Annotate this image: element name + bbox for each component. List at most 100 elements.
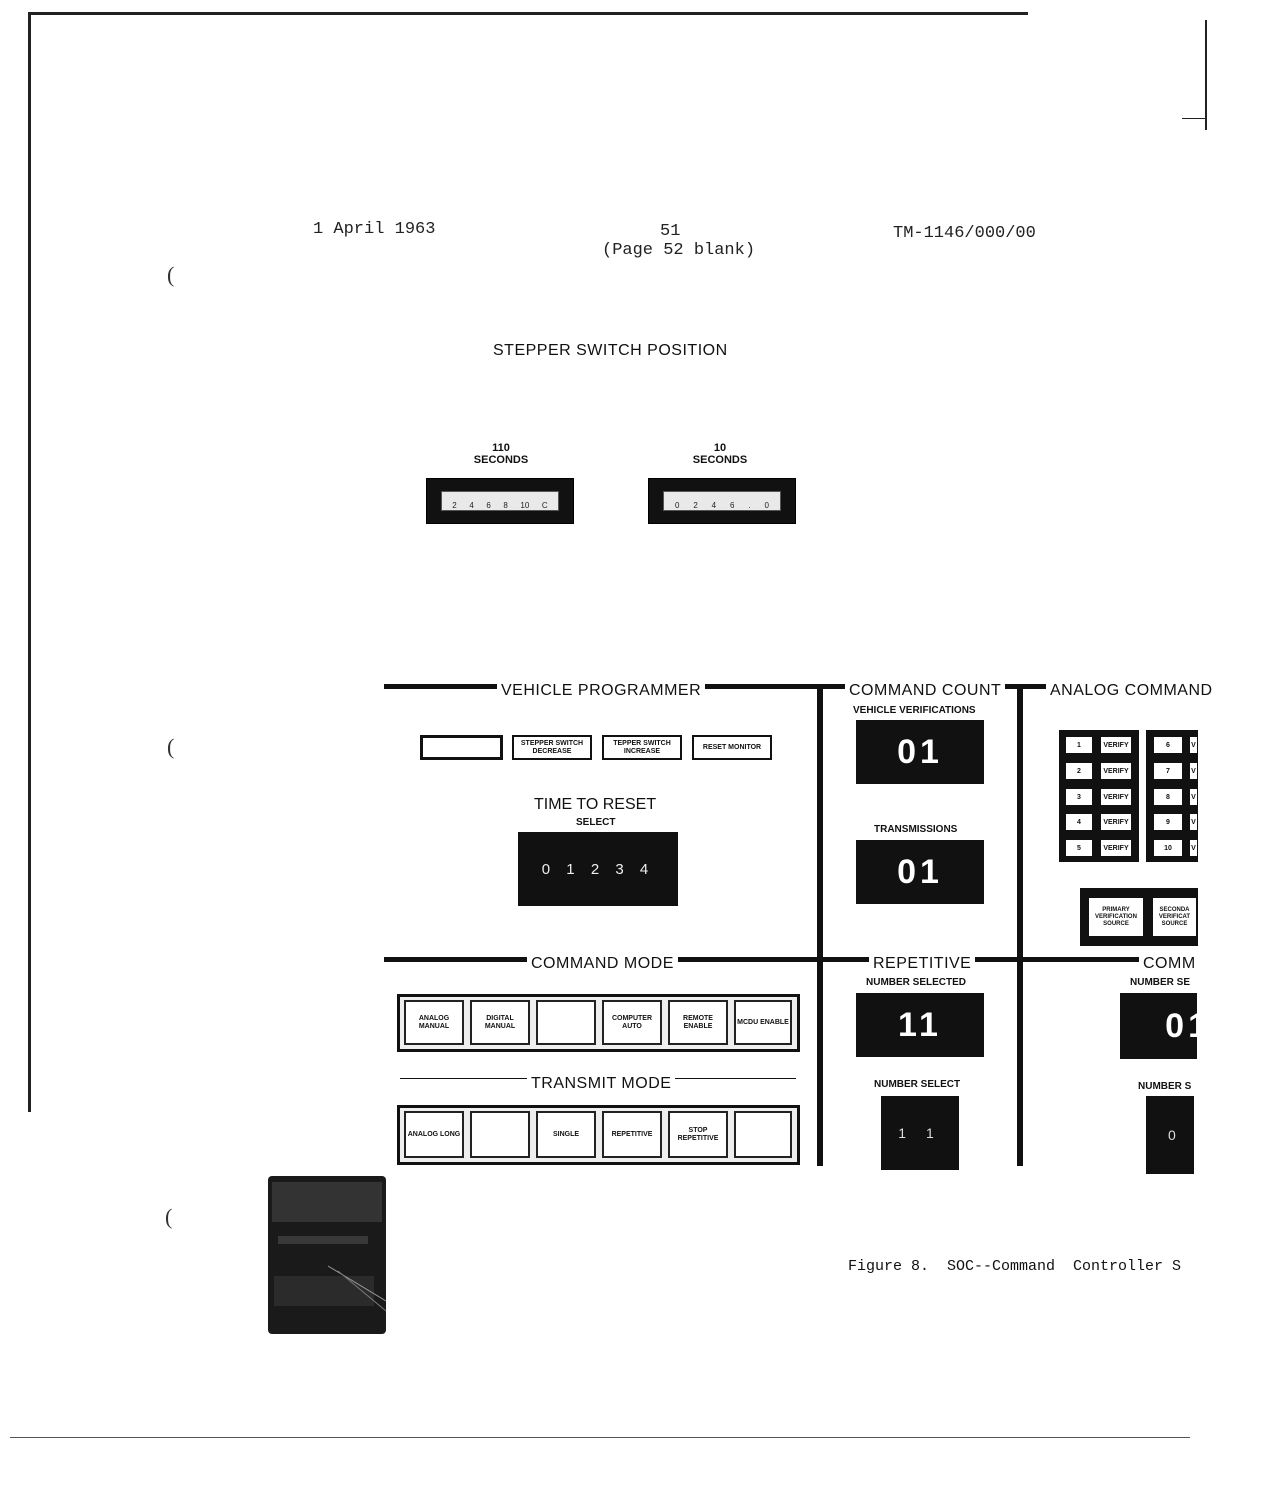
command-right-number-select-value: 0 bbox=[1168, 1127, 1176, 1143]
dial-right-tick: 6 bbox=[730, 501, 735, 510]
mcdu-enable-button[interactable]: MCDU ENABLE bbox=[734, 1000, 792, 1045]
dial-right-label-bottom: SECONDS bbox=[692, 454, 748, 466]
repetitive-button[interactable]: REPETITIVE bbox=[602, 1111, 662, 1158]
time-to-reset-selector[interactable]: 0 1 2 3 4 bbox=[518, 832, 678, 906]
analog-verify-6[interactable]: V bbox=[1189, 736, 1198, 754]
bottom-rule bbox=[10, 1437, 1190, 1438]
dial-left-tick: 6 bbox=[486, 501, 491, 510]
repetitive-number-select-label: NUMBER SELECT bbox=[874, 1079, 961, 1090]
dial-left-label-top: 110 bbox=[492, 442, 510, 454]
margin-mark-1: ( bbox=[167, 262, 175, 287]
analog-verify-2[interactable]: VERIFY bbox=[1100, 762, 1132, 780]
transmissions-label: TRANSMISSIONS bbox=[874, 824, 958, 835]
analog-num-6[interactable]: 6 bbox=[1153, 736, 1183, 754]
top-border bbox=[28, 12, 1028, 15]
transmit-mode-title: TRANSMIT MODE bbox=[527, 1075, 676, 1093]
dial-right-tick: 4 bbox=[711, 501, 717, 510]
dial-right-tick: . bbox=[748, 501, 751, 510]
command-right-number-select-thumbwheel[interactable]: 0 bbox=[1146, 1096, 1194, 1174]
time-to-reset-label: TIME TO RESET bbox=[534, 796, 657, 813]
analog-num-4[interactable]: 4 bbox=[1065, 813, 1093, 831]
margin-mark-3: ( bbox=[165, 1204, 173, 1229]
analog-num-7[interactable]: 7 bbox=[1153, 762, 1183, 780]
stepper-title: STEPPER SWITCH POSITION bbox=[493, 342, 728, 359]
analog-verify-4[interactable]: VERIFY bbox=[1100, 813, 1132, 831]
analog-num-10[interactable]: 10 bbox=[1153, 839, 1183, 857]
time-to-reset-digits: 0 1 2 3 4 bbox=[541, 860, 655, 878]
computer-auto-button[interactable]: COMPUTER AUTO bbox=[602, 1000, 662, 1045]
command-mode-row bbox=[397, 994, 800, 1052]
dial-right-scale: 0 2 4 6 . 0 bbox=[663, 491, 781, 511]
analog-manual-button[interactable]: ANALOG MANUAL bbox=[404, 1000, 464, 1045]
dial-left-label-bottom: SECONDS bbox=[473, 454, 529, 466]
dial-right-tick: 0 bbox=[764, 501, 769, 510]
command-right-number-selected-label: NUMBER SE bbox=[1130, 977, 1191, 988]
analog-verify-5[interactable]: VERIFY bbox=[1100, 839, 1132, 857]
time-to-reset-select-label: SELECT bbox=[576, 817, 616, 828]
dial-left: 2 4 6 8 10 C bbox=[426, 478, 574, 524]
repetitive-number-selected-display: 11 bbox=[856, 993, 984, 1057]
dial-left-label: 110 SECONDS bbox=[466, 442, 536, 466]
analog-verify-10[interactable]: V bbox=[1189, 839, 1198, 857]
analog-verify-8[interactable]: V bbox=[1189, 788, 1198, 806]
analog-verify-9[interactable]: V bbox=[1189, 813, 1198, 831]
transmit-blank-button-1[interactable] bbox=[470, 1111, 530, 1158]
reset-monitor-button[interactable]: RESET MONITOR bbox=[692, 735, 772, 760]
analog-num-8[interactable]: 8 bbox=[1153, 788, 1183, 806]
dark-photo-fragment bbox=[268, 1176, 387, 1334]
command-mode-title: COMMAND MODE bbox=[527, 955, 678, 973]
dial-left-tick: 2 bbox=[452, 501, 457, 510]
analog-num-1[interactable]: 1 bbox=[1065, 736, 1093, 754]
vp-blank-button[interactable] bbox=[420, 735, 503, 760]
stepper-increase-button[interactable]: TEPPER SWITCH INCREASE bbox=[602, 735, 682, 760]
analog-verify-7[interactable]: V bbox=[1189, 762, 1198, 780]
command-right-number-selected-value: 01 bbox=[1165, 1006, 1211, 1045]
vehicle-verifications-label: VEHICLE VERIFICATIONS bbox=[853, 705, 976, 716]
digital-manual-button[interactable]: DIGITAL MANUAL bbox=[470, 1000, 530, 1045]
right-tick bbox=[1182, 118, 1206, 119]
repetitive-number-selected-label: NUMBER SELECTED bbox=[866, 977, 967, 988]
dial-left-tick: 8 bbox=[503, 501, 508, 510]
analog-verify-3[interactable]: VERIFY bbox=[1100, 788, 1132, 806]
dial-right-tick: 0 bbox=[674, 501, 680, 510]
command-right-number-select-label: NUMBER S bbox=[1138, 1081, 1192, 1092]
analog-command-title: ANALOG COMMAND bbox=[1046, 682, 1212, 700]
analog-verify-1[interactable]: VERIFY bbox=[1100, 736, 1132, 754]
header-page-note: (Page 52 blank) bbox=[602, 241, 756, 260]
figure-caption: Figure 8. SOC--Command Controller S bbox=[848, 1258, 1182, 1275]
analog-num-5[interactable]: 5 bbox=[1065, 839, 1093, 857]
command-count-title: COMMAND COUNT bbox=[845, 682, 1006, 700]
primary-verification-source-button[interactable]: PRIMARY VERIFICATION SOURCE bbox=[1087, 896, 1145, 938]
analog-num-9[interactable]: 9 bbox=[1153, 813, 1183, 831]
repetitive-title: REPETITIVE bbox=[869, 955, 976, 973]
transmit-blank-button-2[interactable] bbox=[734, 1111, 792, 1158]
analog-num-3[interactable]: 3 bbox=[1065, 788, 1093, 806]
header-date: 1 April 1963 bbox=[313, 220, 436, 239]
repetitive-number-select-thumbwheel[interactable]: 1 1 bbox=[881, 1096, 959, 1170]
dial-right-tick: 2 bbox=[693, 501, 698, 510]
secondary-verification-source-button[interactable]: SECONDA VERIFICAT SOURCE bbox=[1151, 896, 1198, 938]
analog-num-2[interactable]: 2 bbox=[1065, 762, 1093, 780]
dial-left-tick: 4 bbox=[469, 501, 474, 510]
dial-left-tick: 10 bbox=[520, 501, 530, 510]
header-page-number: 51 bbox=[660, 222, 681, 241]
dial-right: 0 2 4 6 . 0 bbox=[648, 478, 796, 524]
dial-right-label-top: 10 bbox=[713, 442, 727, 454]
transmit-mode-row bbox=[397, 1105, 800, 1165]
analog-long-button[interactable]: ANALOG LONG bbox=[404, 1111, 464, 1158]
vehicle-verifications-display: 01 bbox=[856, 720, 984, 784]
margin-mark-2: ( bbox=[167, 734, 175, 759]
repetitive-number-select-value: 1 1 bbox=[898, 1125, 942, 1141]
panel-divider-1 bbox=[817, 684, 823, 1166]
dial-left-tick: C bbox=[541, 501, 548, 510]
vehicle-programmer-title: VEHICLE PROGRAMMER bbox=[497, 682, 706, 700]
command-mode-blank-button[interactable] bbox=[536, 1000, 596, 1045]
command-right-title: COMM bbox=[1139, 955, 1204, 973]
dial-right-label: 10 SECONDS bbox=[685, 442, 755, 466]
single-button[interactable]: SINGLE bbox=[536, 1111, 596, 1158]
dial-left-scale: 2 4 6 8 10 C bbox=[441, 491, 559, 511]
remote-enable-button[interactable]: REMOTE ENABLE bbox=[668, 1000, 728, 1045]
stepper-decrease-button[interactable]: STEPPER SWITCH DECREASE bbox=[512, 735, 592, 760]
transmissions-display: 01 bbox=[856, 840, 984, 904]
stop-repetitive-button[interactable]: STOP REPETITIVE bbox=[668, 1111, 728, 1158]
